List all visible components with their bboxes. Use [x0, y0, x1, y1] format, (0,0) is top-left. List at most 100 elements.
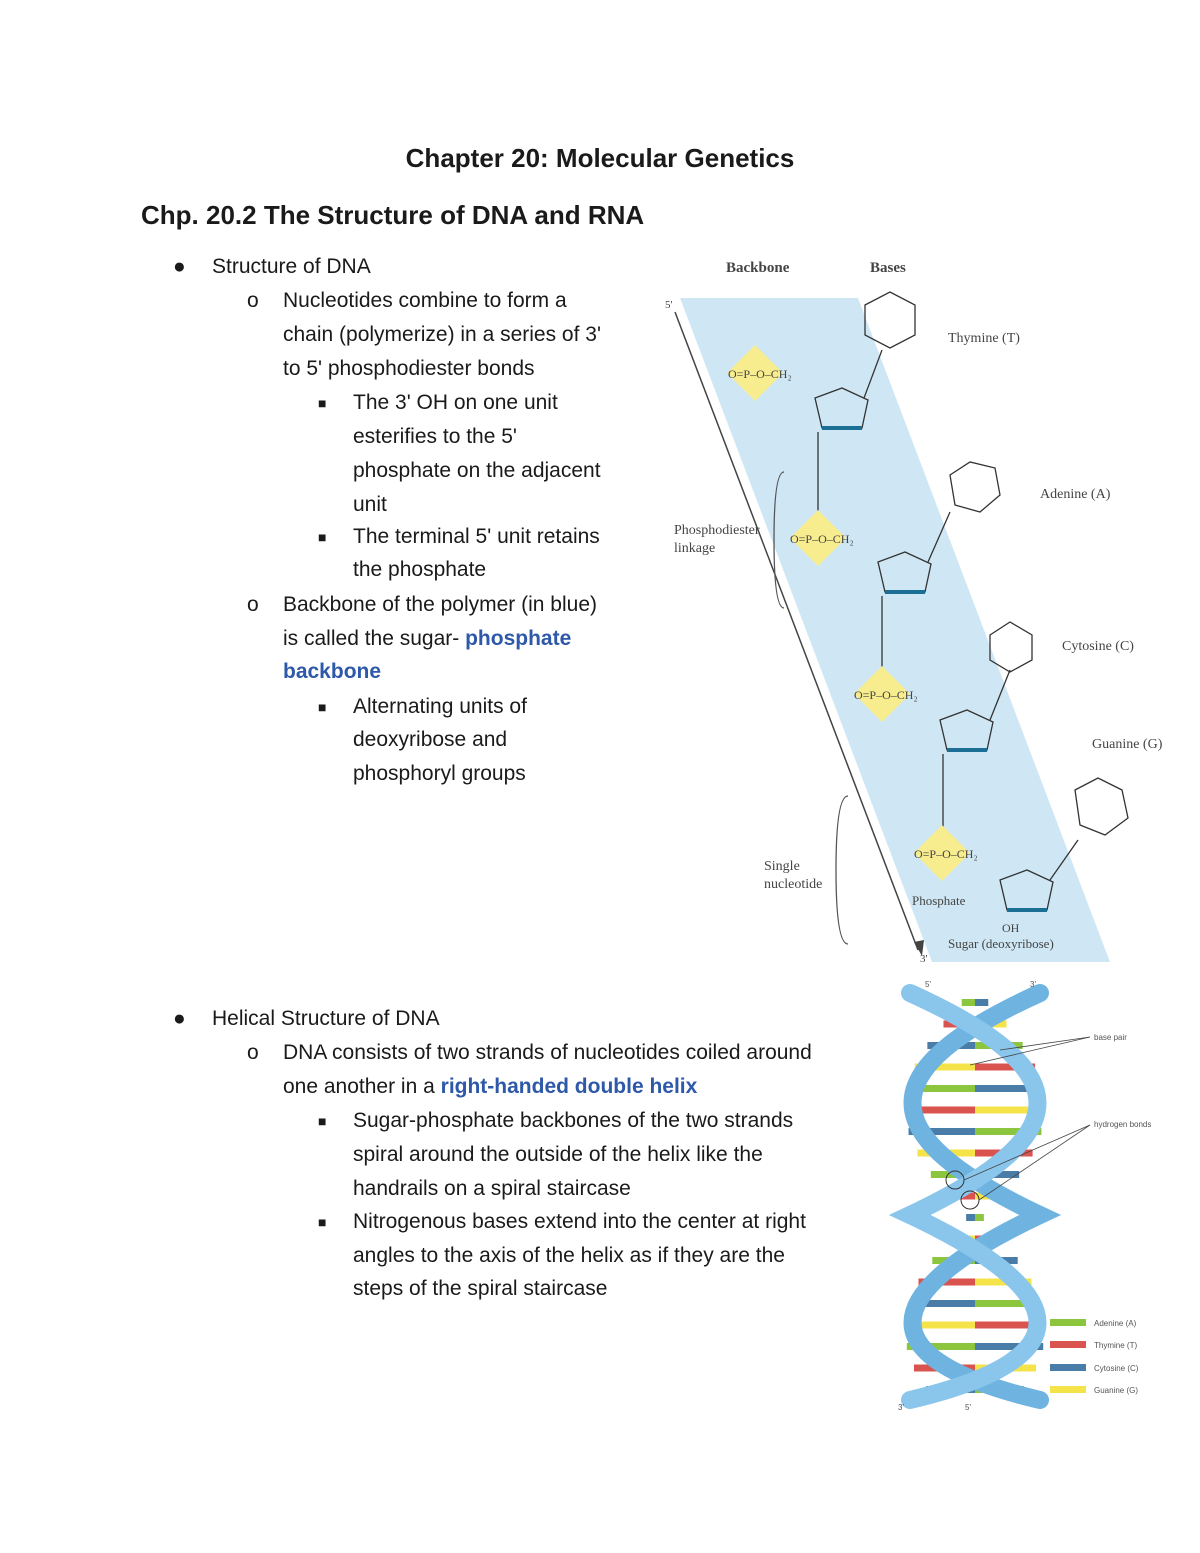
- single-nucleotide-label: Single: [764, 859, 800, 874]
- phosphate-formula: O=P–O–CH₂: [790, 532, 854, 546]
- base-pair-half: [975, 1278, 1032, 1286]
- base-pair-half: [975, 1106, 1045, 1114]
- sugar-ring: [877, 551, 932, 593]
- sec1-item-line: unit: [353, 493, 387, 516]
- bullet-circle: o: [247, 289, 259, 312]
- sec1-item-line: The 3' OH on one unit: [353, 391, 558, 414]
- base-pair-half: [914, 1063, 975, 1071]
- legend-label: Cytosine (C): [1094, 1364, 1139, 1373]
- sec1-item-line: phosphoryl groups: [353, 762, 526, 785]
- phosphate-label: Phosphate: [912, 893, 966, 908]
- base-pair-half: [906, 1343, 975, 1350]
- base-pair-half: [975, 1214, 984, 1221]
- base-pair-half: [918, 1278, 975, 1286]
- section-title: Chp. 20.2 The Structure of DNA and RNA: [141, 200, 645, 230]
- sugar-ring: [999, 869, 1054, 911]
- pointer-line: [978, 1124, 1091, 1201]
- nucleotide-unit: O=P–O–CH₂ OH: [914, 825, 1079, 935]
- base-pair-label: base pair: [1094, 1033, 1127, 1042]
- sec1-sub2-text: is called the sugar-: [283, 627, 460, 650]
- phosphate-diamond: [914, 825, 970, 881]
- nucleotide-unit: O=P–O–CH₂: [727, 345, 883, 512]
- brace-icon: [835, 795, 849, 945]
- keyword-backbone: backbone: [283, 660, 382, 683]
- sec2-sub1-text: one another in a: [283, 1075, 435, 1098]
- base-pair-half: [975, 999, 989, 1006]
- sugar-ring: [939, 709, 994, 751]
- chapter-title: Chapter 20: Molecular Genetics: [405, 143, 795, 173]
- base-pair-half: [975, 1343, 1044, 1350]
- glycosidic-bond: [1049, 839, 1079, 881]
- legend-swatch: [1050, 1364, 1086, 1371]
- bullet-square: ■: [318, 529, 327, 545]
- nucleotide-unit: O=P–O–CH₂: [854, 666, 1011, 830]
- bullet-disc: ●: [173, 1007, 186, 1030]
- sec1-item-line: esterifies to the 5': [353, 425, 517, 448]
- cytosine-ring: [989, 621, 1033, 673]
- glycosidic-bond: [989, 669, 1011, 721]
- end-label: 5': [925, 980, 931, 989]
- glycosidic-bond: [927, 511, 951, 563]
- col-backbone: Backbone: [726, 260, 790, 276]
- sec1-item-line: phosphate on the adjacent: [353, 459, 601, 482]
- base-pair-half: [909, 1300, 975, 1307]
- sec2-item-line: angles to the axis of the helix as if th…: [353, 1244, 785, 1267]
- bullet-circle: o: [247, 1041, 259, 1064]
- sec2-sub1-line: DNA consists of two strands of nucleotid…: [283, 1041, 812, 1064]
- base-pair-half: [966, 1214, 975, 1221]
- helix-strand: [903, 984, 1062, 1409]
- sec2-heading: Helical Structure of DNA: [212, 1007, 440, 1030]
- pointer-line: [969, 1036, 1091, 1066]
- legend-label: Adenine (A): [1094, 1319, 1137, 1328]
- end-5prime: 5': [665, 299, 673, 311]
- sec2-item-line: Sugar-phosphate backbones of the two str…: [353, 1109, 794, 1132]
- sec1-item-line: Alternating units of: [353, 695, 527, 718]
- sec1-sub2-line: is called the sugar- phosphate: [283, 622, 571, 656]
- brace-icon: [773, 471, 785, 609]
- bullet-square: ■: [318, 1113, 327, 1129]
- pointer-line: [963, 1124, 1091, 1181]
- phosphate-formula: O=P–O–CH₂: [854, 688, 918, 702]
- base-pair-half: [905, 1106, 975, 1114]
- end-3prime: 3': [920, 953, 928, 965]
- sec2-item-line: Nitrogenous bases extend into the center…: [353, 1210, 806, 1233]
- legend-swatch: [1050, 1319, 1086, 1326]
- end-label: 3': [1030, 980, 1036, 989]
- base-pair-half: [975, 1300, 1041, 1307]
- sec1-item-line: The terminal 5' unit retains: [353, 525, 600, 548]
- sec1-sub1-line: chain (polymerize) in a series of 3': [283, 323, 601, 346]
- bullet-square: ■: [318, 1214, 327, 1230]
- base-label: Adenine (A): [1040, 487, 1111, 502]
- legend-label: Thymine (T): [1094, 1341, 1137, 1350]
- sec2-item-line: spiral around the outside of the helix l…: [353, 1143, 763, 1166]
- base-pair-half: [908, 1128, 975, 1135]
- hbond-label: hydrogen bonds: [1094, 1120, 1151, 1129]
- legend-swatch: [1050, 1341, 1086, 1348]
- bullet-square: ■: [318, 699, 327, 715]
- base-pair-half: [907, 1085, 975, 1092]
- sec2-item-line: handrails on a spiral staircase: [353, 1177, 631, 1200]
- base-pair-half: [975, 1085, 1043, 1092]
- base-label: Cytosine (C): [1062, 639, 1134, 654]
- single-nucleotide-label: nucleotide: [764, 877, 822, 892]
- helix-strand: [888, 984, 1047, 1409]
- guanine-ring: [1074, 777, 1129, 836]
- strand-arrow: [674, 311, 919, 951]
- thymine-ring: [864, 291, 916, 349]
- bullet-square: ■: [318, 395, 327, 411]
- bullet-disc: ●: [173, 255, 186, 278]
- keyword-phosphate: phosphate: [465, 627, 572, 650]
- sec1-item-line: the phosphate: [353, 558, 487, 581]
- base-pair-half: [961, 999, 975, 1006]
- phosphate-diamond: [854, 666, 910, 722]
- legend: Adenine (A) Thymine (T) Cytosine (C) Gua…: [1050, 1319, 1139, 1395]
- nucleotide-unit: O=P–O–CH₂: [790, 510, 951, 668]
- double-helix-figure: 5' 3' 3' 5' base pair hydrogen bonds Ade…: [888, 980, 1151, 1412]
- sec1-item-line: deoxyribose and: [353, 728, 508, 751]
- oh-label: OH: [1002, 921, 1020, 935]
- glycosidic-bond: [863, 349, 883, 399]
- phosphodiester-label: Phosphodiester: [674, 523, 760, 538]
- phosphodiester-label: linkage: [674, 541, 715, 556]
- bullet-circle: o: [247, 593, 259, 616]
